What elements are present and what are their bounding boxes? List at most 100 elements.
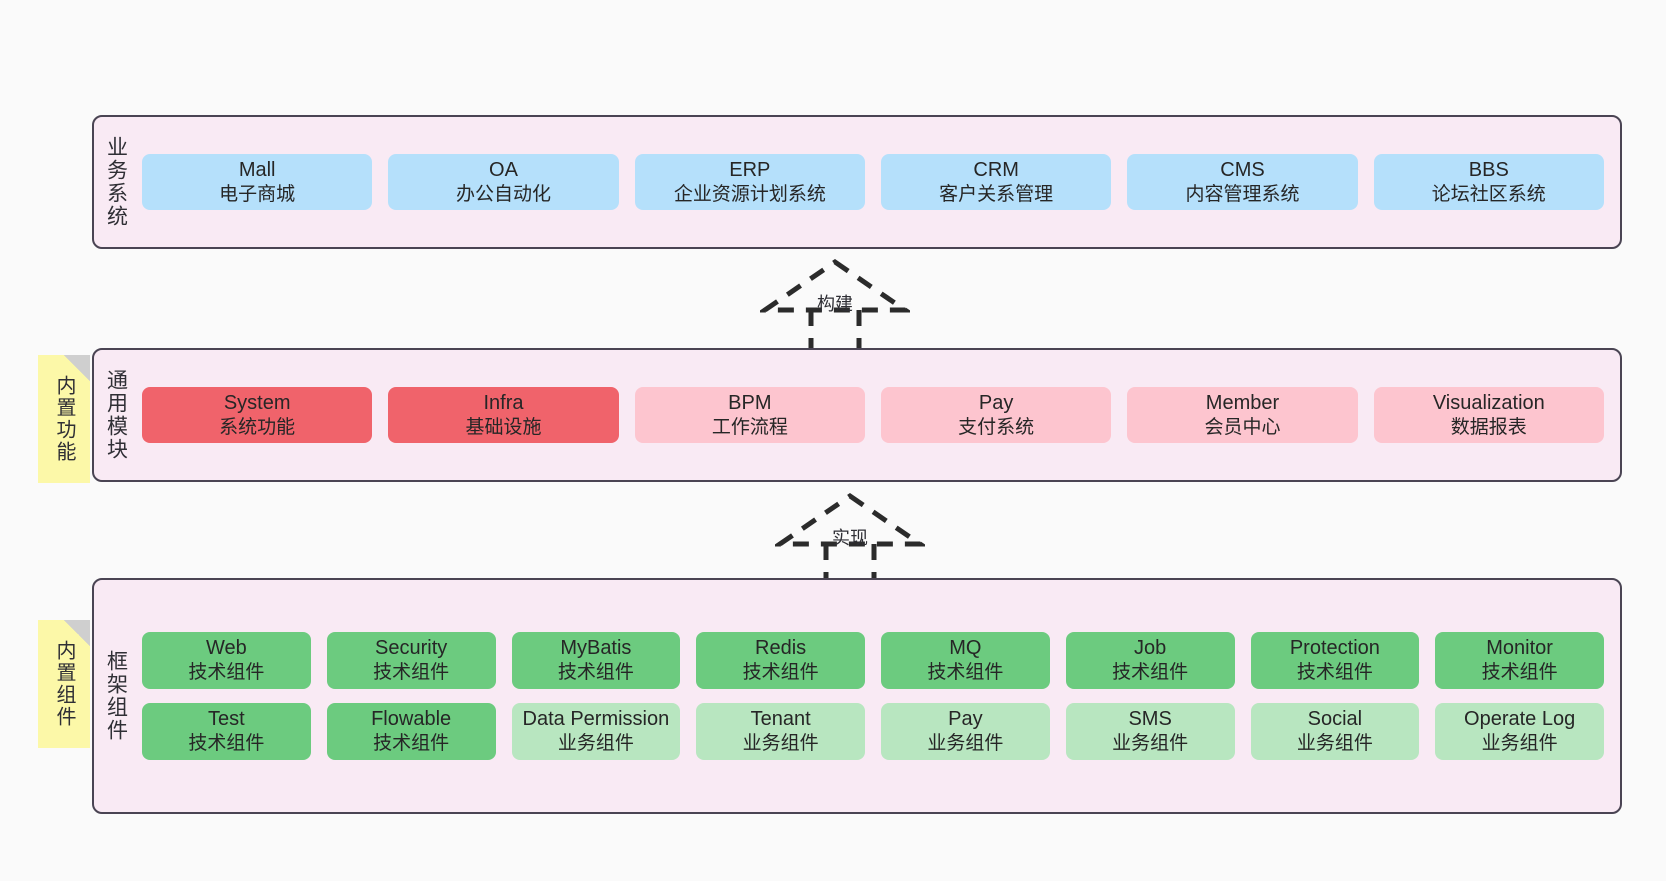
module-card-title: SMS [1128, 708, 1172, 730]
dashed-hollow-arrow-icon [756, 258, 914, 350]
module-card-title: Security [375, 637, 448, 660]
row: System 系统功能 Infra 基础设施 BPM 工作流程 Pay 支付系统… [142, 386, 1604, 444]
module-card-desc: 支付系统 [958, 416, 1035, 438]
module-card-desc: 企业资源计划系统 [673, 183, 826, 205]
module-card-crm[interactable]: CRM 客户关系管理 [880, 153, 1112, 211]
module-card-bpm[interactable]: BPM 工作流程 [634, 386, 865, 444]
module-card-desc: 工作流程 [711, 416, 788, 438]
module-card-monitor[interactable]: Monitor 技术组件 [1435, 632, 1604, 689]
module-card-title: Flowable [371, 708, 452, 730]
module-card-oa[interactable]: OA 办公自动化 [388, 153, 619, 211]
module-card-title: Data Permission [522, 708, 670, 730]
module-card-desc: 技术组件 [373, 733, 450, 754]
module-card-title: Pay [978, 391, 1014, 414]
row: Mall 电子商城 OA 办公自动化 ERP 企业资源计划系统 CRM 客户关系… [142, 153, 1604, 211]
module-card-desc: 业务组件 [1481, 733, 1558, 754]
module-card-test[interactable]: Test 技术组件 [142, 703, 311, 760]
module-card-title: BPM [728, 391, 772, 414]
module-card-title: CMS [1220, 158, 1265, 181]
module-card-bbs[interactable]: BBS 论坛社区系统 [1373, 153, 1604, 211]
module-card-mall[interactable]: Mall 电子商城 [142, 153, 373, 211]
module-card-visualization[interactable]: Visualization 数据报表 [1373, 386, 1604, 444]
module-card-operate-log[interactable]: Operate Log 业务组件 [1435, 703, 1604, 760]
module-card-desc: 技术组件 [373, 662, 450, 684]
module-card-title: System [223, 391, 291, 414]
module-card-desc: 客户关系管理 [939, 183, 1054, 205]
module-card-title: Member [1205, 391, 1280, 414]
module-card-desc: 技术组件 [742, 662, 819, 684]
module-card-pay-business[interactable]: Pay 业务组件 [881, 703, 1050, 760]
layer-title-framework-component: 框架组件 [104, 650, 128, 742]
module-card-title: Web [205, 637, 247, 660]
module-card-desc: 内容管理系统 [1185, 183, 1300, 205]
module-card-desc: 业务组件 [1296, 733, 1373, 754]
module-card-data-permission[interactable]: Data Permission 业务组件 [511, 703, 681, 760]
layer-body-framework-component: Web 技术组件 Security 技术组件 MyBatis 技术组件 Redi… [138, 580, 1620, 812]
module-card-desc: 业务组件 [557, 733, 634, 754]
connector-build-arrow [756, 258, 914, 350]
module-card-title: Social [1307, 708, 1363, 730]
layer-title-common-module: 通用模块 [104, 369, 128, 461]
module-card-desc: 业务组件 [927, 733, 1004, 754]
module-card-erp[interactable]: ERP 企业资源计划系统 [634, 153, 865, 211]
layer-business-system: 业务系统 Mall 电子商城 OA 办公自动化 ERP 企业资源计划系统 CRM… [92, 115, 1622, 249]
module-card-desc: 基础设施 [465, 416, 542, 438]
row: Web 技术组件 Security 技术组件 MyBatis 技术组件 Redi… [142, 632, 1604, 689]
module-card-pay[interactable]: Pay 支付系统 [880, 386, 1112, 444]
sticky-note-builtin-component: 内置组件 [38, 620, 90, 748]
sticky-note-builtin-function: 内置功能 [38, 355, 90, 483]
layer-body-business-system: Mall 电子商城 OA 办公自动化 ERP 企业资源计划系统 CRM 客户关系… [138, 117, 1620, 247]
connector-realize-arrow [771, 492, 929, 584]
module-card-title: Pay [948, 708, 983, 730]
module-card-desc: 论坛社区系统 [1431, 183, 1546, 205]
connector-build-label: 构建 [817, 294, 853, 314]
module-card-desc: 会员中心 [1204, 416, 1281, 438]
module-card-title: Test [208, 708, 245, 730]
module-card-title: OA [489, 158, 518, 181]
module-card-title: Visualization [1432, 391, 1545, 414]
module-card-security[interactable]: Security 技术组件 [326, 632, 496, 689]
module-card-title: MyBatis [560, 637, 632, 660]
module-card-title: Protection [1289, 637, 1380, 660]
layer-common-module: 通用模块 System 系统功能 Infra 基础设施 BPM 工作流程 Pay… [92, 348, 1622, 482]
sticky-note-label: 内置组件 [53, 640, 75, 728]
module-card-title: Mall [238, 158, 276, 181]
module-card-system[interactable]: System 系统功能 [142, 386, 373, 444]
module-card-desc: 办公自动化 [455, 183, 551, 205]
module-card-flowable[interactable]: Flowable 技术组件 [326, 703, 496, 760]
module-card-member[interactable]: Member 会员中心 [1127, 386, 1358, 444]
module-card-title: ERP [729, 158, 771, 181]
layer-framework-component: 框架组件 Web 技术组件 Security 技术组件 MyBatis 技术组件… [92, 578, 1622, 814]
module-card-cms[interactable]: CMS 内容管理系统 [1127, 153, 1358, 211]
module-card-desc: 技术组件 [1481, 662, 1558, 684]
module-card-title: CRM [973, 158, 1019, 181]
module-card-desc: 技术组件 [1112, 662, 1189, 684]
module-card-desc: 技术组件 [188, 733, 265, 754]
module-card-desc: 技术组件 [1296, 662, 1373, 684]
module-card-title: BBS [1468, 158, 1509, 181]
layer-body-common-module: System 系统功能 Infra 基础设施 BPM 工作流程 Pay 支付系统… [138, 350, 1620, 480]
module-card-title: Tenant [750, 708, 811, 730]
connector-realize-label: 实现 [832, 528, 868, 548]
module-card-infra[interactable]: Infra 基础设施 [388, 386, 619, 444]
module-card-title: Operate Log [1464, 708, 1576, 730]
module-card-redis[interactable]: Redis 技术组件 [696, 632, 865, 689]
module-card-title: MQ [949, 637, 982, 660]
module-card-web[interactable]: Web 技术组件 [142, 632, 311, 689]
module-card-desc: 业务组件 [1112, 733, 1189, 754]
module-card-mybatis[interactable]: MyBatis 技术组件 [511, 632, 681, 689]
module-card-social[interactable]: Social 业务组件 [1250, 703, 1420, 760]
module-card-mq[interactable]: MQ 技术组件 [881, 632, 1050, 689]
module-card-desc: 技术组件 [927, 662, 1004, 684]
module-card-desc: 技术组件 [557, 662, 634, 684]
module-card-title: Job [1134, 637, 1167, 660]
module-card-tenant[interactable]: Tenant 业务组件 [696, 703, 865, 760]
module-card-protection[interactable]: Protection 技术组件 [1250, 632, 1420, 689]
module-card-desc: 电子商城 [219, 183, 296, 205]
module-card-sms[interactable]: SMS 业务组件 [1065, 703, 1235, 760]
module-card-job[interactable]: Job 技术组件 [1065, 632, 1235, 689]
row: Test 技术组件 Flowable 技术组件 Data Permission … [142, 703, 1604, 760]
sticky-note-label: 内置功能 [53, 375, 75, 463]
dashed-hollow-arrow-icon [771, 492, 929, 584]
